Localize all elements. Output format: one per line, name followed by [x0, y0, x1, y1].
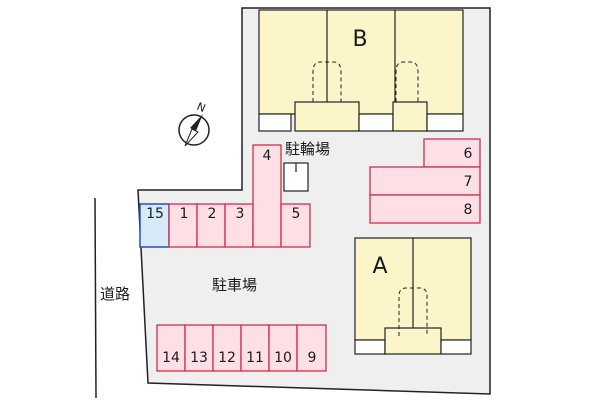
parking-space-10 [268, 324, 298, 372]
car-parking-label: 駐車場 [212, 276, 258, 294]
road-boundary-line [94, 197, 97, 399]
parking-space-number: 15 [146, 206, 164, 222]
parking-space-number: 12 [218, 350, 236, 366]
bicycle-parking-label: 駐輪場 [285, 140, 331, 158]
compass-icon [178, 114, 210, 147]
parking-space-number: 8 [463, 202, 473, 218]
parking-space-4 [252, 144, 282, 248]
parking-space-number: 6 [463, 146, 473, 162]
building-a-label: A [372, 254, 388, 279]
parking-space-number: 14 [162, 350, 180, 366]
parking-space-number: 4 [262, 148, 272, 164]
parking-space-3 [224, 203, 254, 248]
parking-space-2 [196, 203, 226, 248]
parking-spaces [139, 138, 481, 372]
parking-space-number: 2 [207, 206, 217, 222]
parking-space-8 [369, 194, 481, 224]
parking-space-6 [423, 138, 481, 168]
road-label: 道路 [100, 285, 131, 303]
parking-space-15 [139, 203, 170, 248]
parking-space-number: 10 [274, 350, 292, 366]
parking-space-1 [168, 203, 198, 248]
building-b-label: B [352, 27, 368, 52]
parking-space-number: 11 [246, 350, 264, 366]
parking-space-11 [240, 324, 270, 372]
parking-space-14 [156, 324, 186, 372]
parking-space-number: 1 [179, 206, 189, 222]
parking-space-number: 5 [291, 206, 301, 222]
building-a [354, 237, 472, 355]
parking-space-number: 3 [235, 206, 245, 222]
parking-space-number: 7 [463, 174, 473, 190]
parking-space-7 [369, 166, 481, 196]
parking-space-9 [296, 324, 327, 372]
parking-space-5 [280, 203, 311, 248]
parking-space-12 [212, 324, 242, 372]
parking-space-number: 9 [307, 350, 317, 366]
building-b [258, 9, 464, 132]
parking-space-number: 13 [190, 350, 208, 366]
